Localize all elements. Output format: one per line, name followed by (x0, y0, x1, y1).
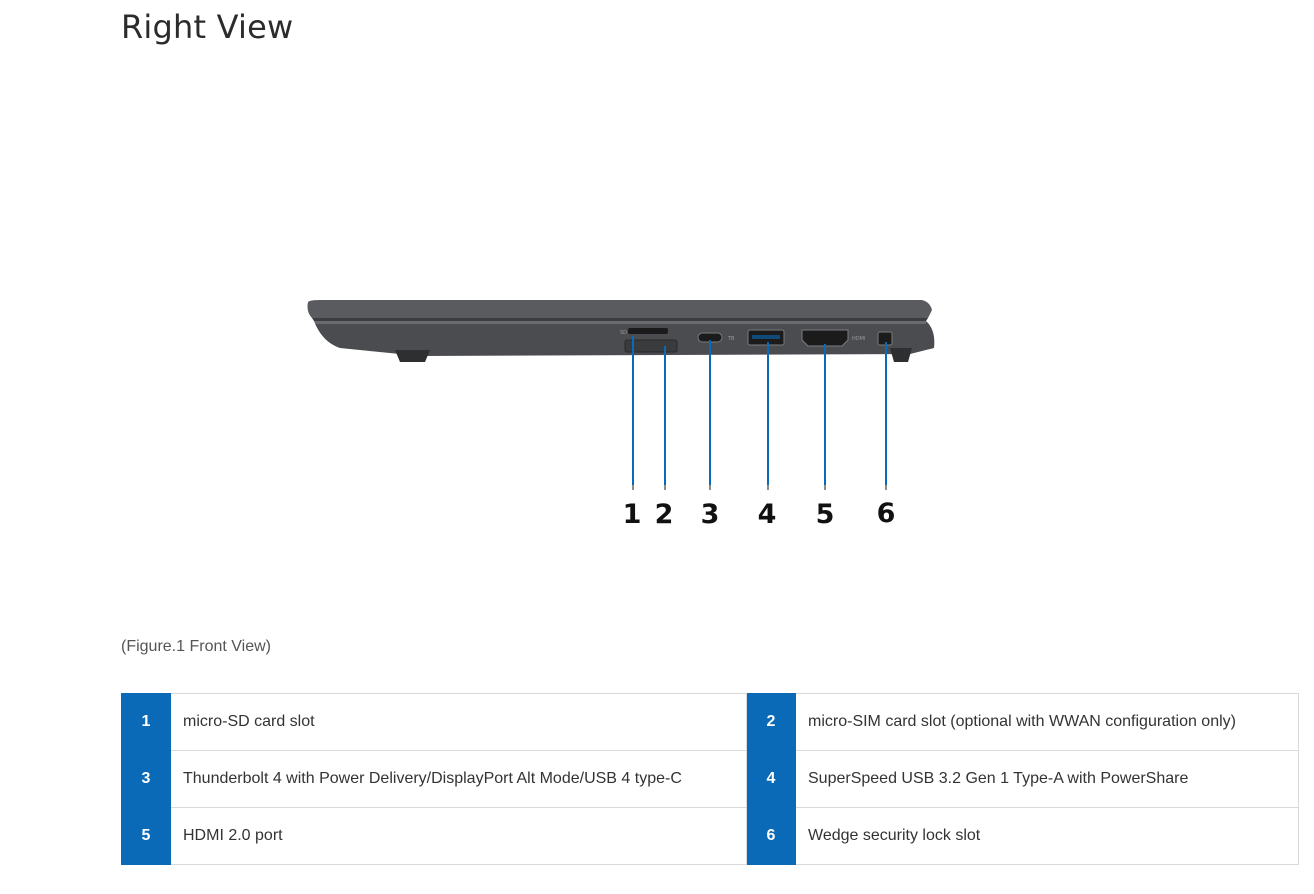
port-description: SuperSpeed USB 3.2 Gen 1 Type-A with Pow… (795, 750, 1299, 808)
port-description: micro-SD card slot (170, 693, 747, 751)
port-number-badge: 1 (121, 693, 171, 751)
callout-number: 6 (877, 498, 896, 529)
svg-text:SD: SD (620, 330, 627, 336)
table-row: 3 Thunderbolt 4 with Power Delivery/Disp… (121, 750, 1299, 808)
callout-number: 4 (758, 499, 777, 530)
port-number-badge: 5 (121, 807, 171, 865)
laptop-right-view-figure: SD TB HDMI 1 (300, 290, 950, 540)
port-description: Wedge security lock slot (795, 807, 1299, 865)
laptop-foot (395, 350, 430, 362)
port-number-badge: 4 (746, 750, 796, 808)
laptop-lid (307, 300, 932, 318)
port-description: micro-SIM card slot (optional with WWAN … (795, 693, 1299, 751)
callout-number: 1 (623, 499, 642, 530)
port-number-badge: 2 (746, 693, 796, 751)
page-title: Right View (121, 8, 294, 46)
port-number-badge: 3 (121, 750, 171, 808)
hdmi-port (801, 329, 849, 347)
figure-caption: (Figure.1 Front View) (121, 638, 271, 655)
callout-number: 3 (701, 499, 720, 530)
table-row: 5 HDMI 2.0 port 6 Wedge security lock sl… (121, 807, 1299, 865)
callout-number: 2 (655, 499, 674, 530)
ports-table: 1 micro-SD card slot 2 micro-SIM card sl… (121, 693, 1299, 865)
svg-text:HDMI: HDMI (852, 336, 865, 342)
port-description: HDMI 2.0 port (170, 807, 747, 865)
port-description: Thunderbolt 4 with Power Delivery/Displa… (170, 750, 747, 808)
callout-number: 5 (816, 499, 835, 530)
table-row: 1 micro-SD card slot 2 micro-SIM card sl… (121, 693, 1299, 751)
port-number-badge: 6 (746, 807, 796, 865)
micro-sd-slot (628, 328, 668, 334)
svg-text:TB: TB (727, 336, 735, 342)
callout-lines (632, 336, 887, 485)
laptop-side-illustration: SD TB HDMI 1 (307, 300, 935, 530)
